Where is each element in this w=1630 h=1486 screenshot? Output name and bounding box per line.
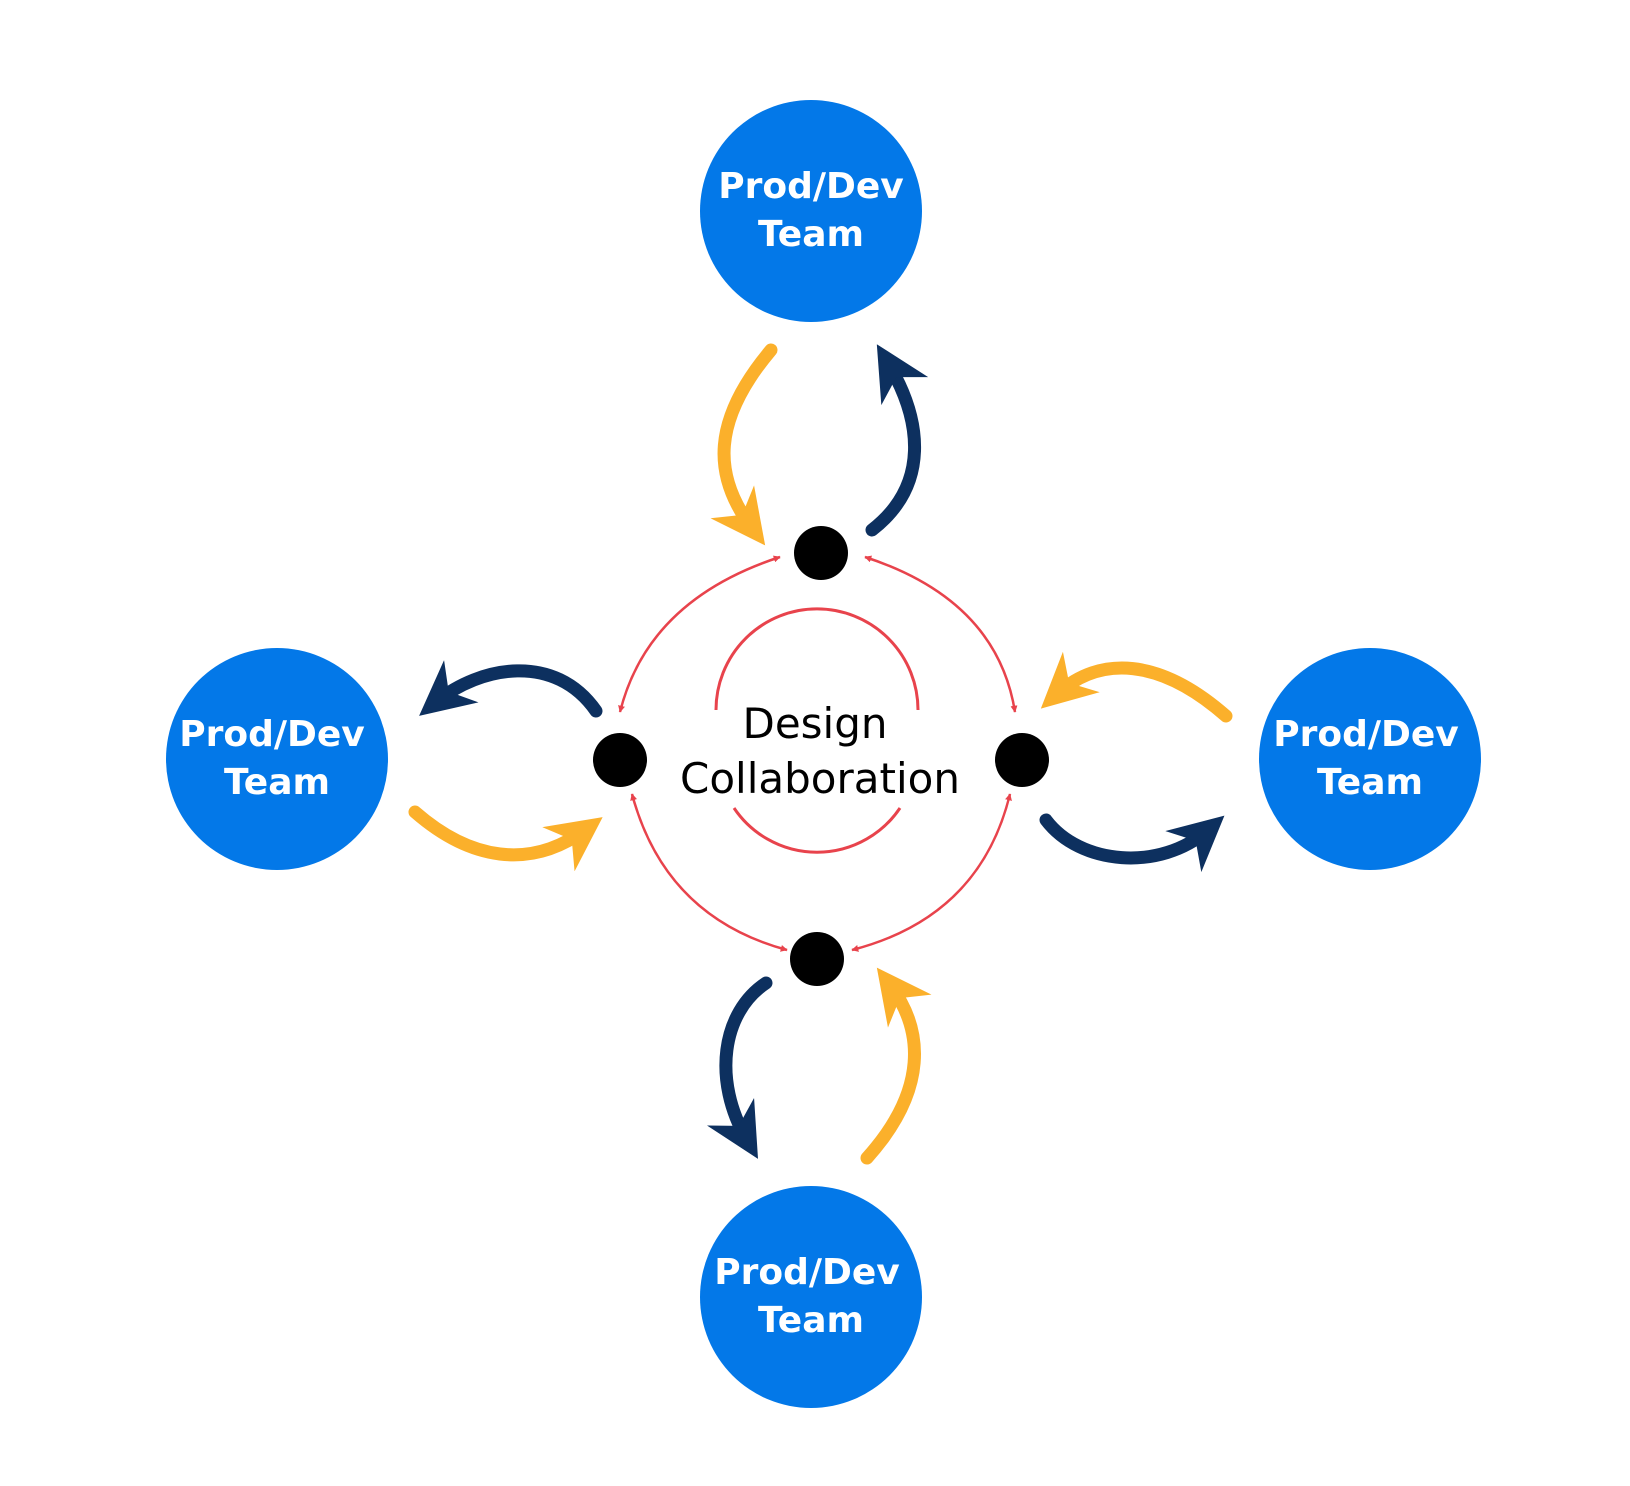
team-circle bbox=[700, 100, 922, 322]
team-circle bbox=[700, 1186, 922, 1408]
node-bottom bbox=[790, 932, 844, 986]
inner-ring-upper-arc bbox=[714, 607, 920, 711]
team-label-line1: Prod/Dev bbox=[1273, 714, 1459, 755]
arrow-yellow-right bbox=[1040, 651, 1233, 723]
center-label-line2: Collaboration bbox=[680, 754, 960, 803]
ring-arrow-right-bottom bbox=[851, 793, 1012, 952]
team-label-line1: Prod/Dev bbox=[718, 166, 904, 207]
nodes bbox=[593, 526, 1049, 986]
arrow-yellow-left bbox=[408, 805, 603, 872]
team-bottom: Prod/Dev Team bbox=[700, 1186, 922, 1408]
ring-arrow-top-left bbox=[618, 555, 781, 713]
ring-arrow-top-right bbox=[864, 555, 1018, 713]
inner-ring-lower-arc bbox=[732, 807, 902, 854]
team-label-line2: Team bbox=[758, 214, 864, 255]
ring-arrow-left-bottom bbox=[630, 793, 788, 952]
node-left bbox=[593, 733, 647, 787]
arrow-navy-right bbox=[1039, 813, 1225, 873]
node-right bbox=[995, 733, 1049, 787]
node-top bbox=[794, 526, 848, 580]
team-label-line2: Team bbox=[758, 1300, 864, 1341]
team-label-line2: Team bbox=[1317, 762, 1423, 803]
flow-arrows bbox=[408, 343, 1233, 1165]
arrow-navy-bottom bbox=[706, 976, 773, 1159]
arrow-yellow-bottom bbox=[860, 967, 932, 1165]
team-circle bbox=[1259, 648, 1481, 870]
team-right: Prod/Dev Team bbox=[1259, 648, 1481, 870]
team-label-line1: Prod/Dev bbox=[179, 714, 365, 755]
team-circle bbox=[166, 648, 388, 870]
team-label-line1: Prod/Dev bbox=[714, 1252, 900, 1293]
center-label: Design Collaboration bbox=[680, 699, 960, 803]
team-label-line2: Team bbox=[224, 762, 330, 803]
arrow-yellow-top bbox=[710, 343, 778, 546]
arrow-navy-top bbox=[865, 344, 929, 537]
arrow-navy-left bbox=[419, 660, 603, 718]
outer-ring bbox=[618, 555, 1018, 952]
team-left: Prod/Dev Team bbox=[166, 648, 388, 870]
center-label-line1: Design bbox=[742, 699, 887, 748]
team-top: Prod/Dev Team bbox=[700, 100, 922, 322]
